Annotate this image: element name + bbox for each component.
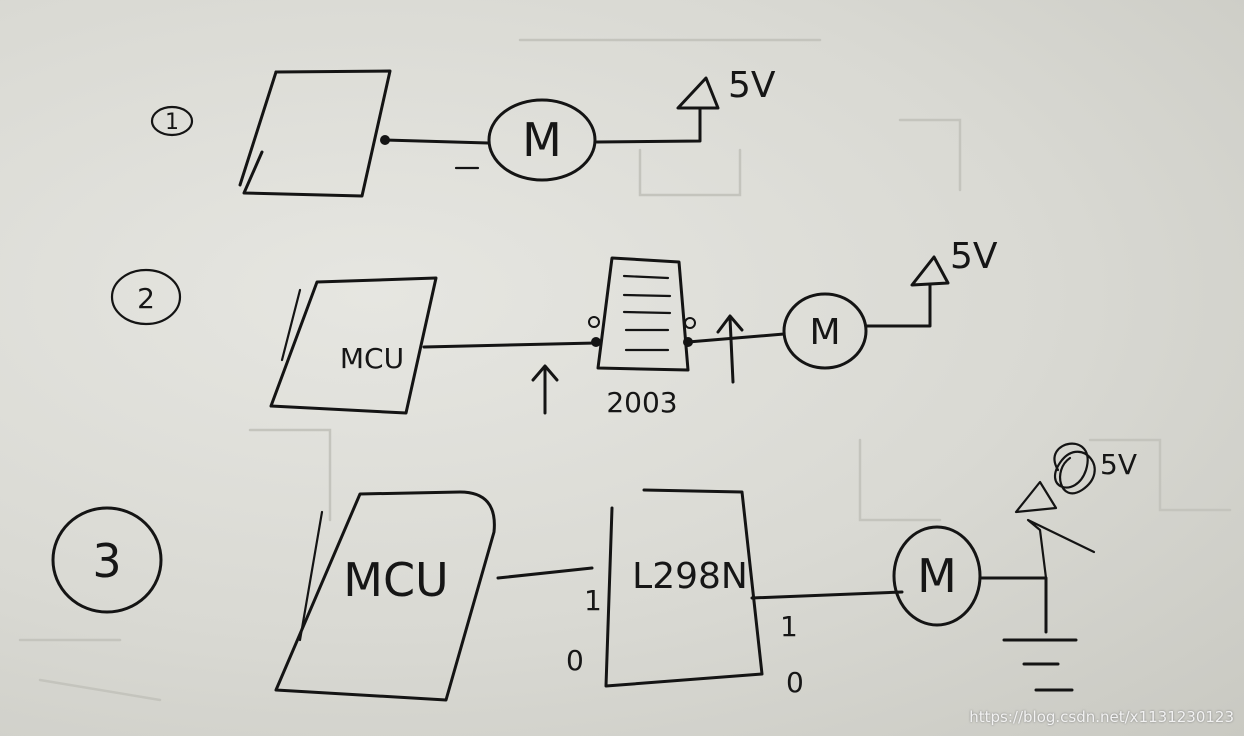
circuit-2-chip-pin-left (588, 316, 600, 328)
circuit-1: 1 M 5V (150, 65, 776, 198)
circuit-2-chip-pin-in (591, 337, 601, 347)
circuit-1-number: 1 (165, 110, 179, 135)
circuit-2-supply-label: 5V (950, 236, 998, 277)
circuit-3-motor-label: M (917, 549, 957, 603)
circuit-2-up-arrow-out (716, 314, 744, 384)
circuit-3-mcu-box (274, 490, 496, 702)
circuit-2-motor-label: M (809, 312, 840, 353)
circuit-3-wire-to-ground (978, 576, 1048, 634)
circuit-2-chip-line-2 (622, 293, 672, 298)
circuit-2-wire-to-supply (864, 283, 932, 328)
circuit-1-wire-to-supply (595, 106, 702, 144)
circuit-3-mcu-label: MCU (343, 553, 448, 607)
circuit-3-wire-to-supply (1026, 518, 1096, 580)
circuit-2: 2 MCU 2003 M 5V (110, 236, 998, 419)
paper-bleed-through (18, 38, 1232, 702)
circuit-2-wire-mcu-to-driver (422, 341, 598, 349)
circuit-1-controller-box (242, 69, 392, 198)
circuit-1-supply-triangle (676, 76, 720, 110)
circuit-3-output-low: 0 (786, 666, 804, 699)
circuit-3-supply-triangle (1014, 480, 1058, 514)
circuit-2-supply-triangle (910, 255, 950, 287)
circuit-2-chip-pin-right (684, 317, 696, 329)
circuit-3-mcu-edge (298, 510, 324, 642)
circuit-2-mcu-label: MCU (340, 342, 404, 375)
circuit-3-scribble (1053, 442, 1096, 495)
watermark: https://blog.csdn.net/x1131230123 (969, 708, 1234, 726)
circuit-3-number-circle (51, 506, 163, 614)
circuit-3-driver-label: L298N (632, 556, 748, 597)
circuit-2-number-circle (110, 268, 182, 326)
circuit-3-wire-mcu-to-driver (496, 566, 594, 580)
circuit-3-input-high: 1 (584, 584, 602, 617)
circuit-2-motor-circle (782, 292, 868, 370)
circuit-2-number: 2 (137, 282, 155, 315)
circuit-3-motor-circle (892, 525, 982, 627)
circuit-1-motor-circle (487, 98, 597, 182)
circuit-1-number-circle (150, 105, 194, 137)
circuit-3-wire-driver-to-motor (750, 590, 904, 600)
circuit-2-mcu-box (269, 276, 438, 415)
circuit-3-number: 3 (92, 534, 121, 588)
circuit-3-driver-box (604, 488, 764, 688)
circuit-3-input-low: 0 (566, 644, 584, 677)
circuit-2-driver-label: 2003 (606, 386, 677, 419)
circuit-2-mcu-edge (280, 288, 302, 362)
circuit-3-supply-label: 5V (1100, 448, 1137, 481)
circuit-2-wire-driver-to-motor (686, 332, 786, 344)
circuit-3: 3 MCU 1 0 L298N 1 0 M 5V (51, 442, 1137, 702)
circuit-2-chip-line-3 (622, 310, 672, 315)
circuit-3-output-high: 1 (780, 610, 798, 643)
circuit-1-wire-to-motor (383, 138, 490, 145)
circuit-2-chip-line-1 (622, 274, 670, 280)
circuit-1-motor-label: M (522, 113, 562, 167)
circuit-2-driver-chip (596, 256, 690, 372)
circuit-1-controller-edge (238, 70, 278, 187)
circuit-2-up-arrow-in (531, 364, 559, 415)
circuit-1-supply-label: 5V (728, 65, 776, 106)
